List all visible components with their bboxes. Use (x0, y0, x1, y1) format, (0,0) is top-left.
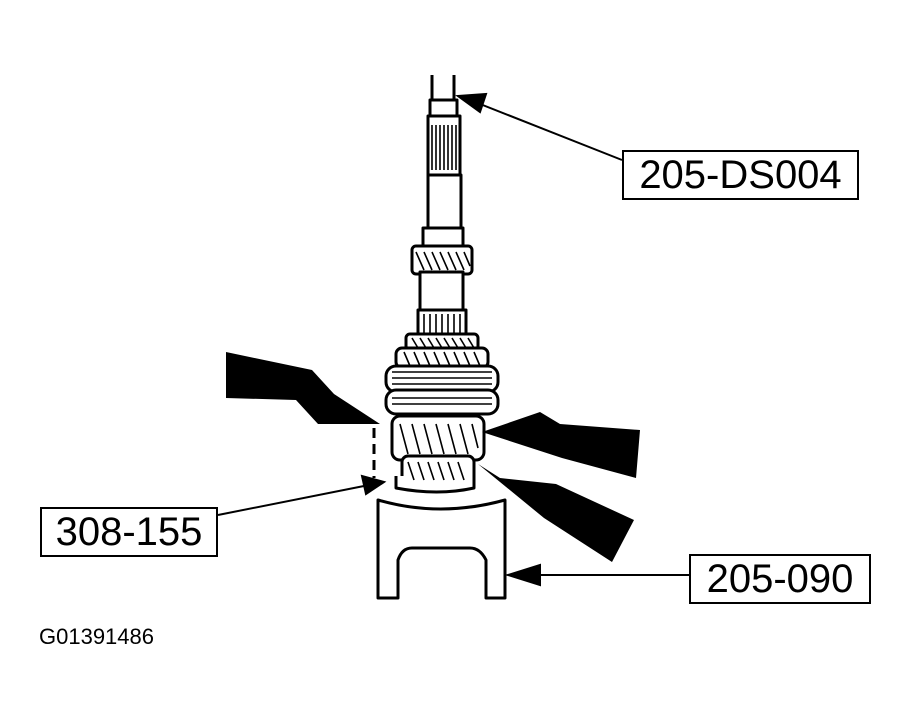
figure-id: G01391486 (39, 624, 154, 649)
upper-gear (410, 244, 474, 276)
synchro-ring (384, 364, 500, 394)
bearing-race (390, 414, 486, 462)
shaft-collar (428, 98, 459, 118)
shaft-mid (418, 270, 465, 314)
leader-arrowhead-left (360, 474, 387, 496)
leader-arrowhead-right (504, 563, 541, 587)
callout-205-090: 205-090 (689, 554, 871, 604)
leader-lines (217, 92, 689, 587)
callout-205-ds004: 205-DS004 (622, 150, 859, 200)
callout-308-155: 308-155 (40, 507, 218, 557)
synchro-hub (384, 388, 500, 416)
arrow-right-upper (482, 412, 640, 478)
arrow-left-upper (226, 352, 380, 424)
shaft-tip (430, 75, 456, 104)
arrow-right-lower (478, 464, 634, 562)
leader-arrowhead-top (455, 92, 488, 114)
pointer-arrows (226, 352, 640, 562)
shaft-upper-body (426, 173, 463, 232)
support-stand (376, 498, 507, 600)
hatching (372, 125, 492, 481)
installer-ring (394, 476, 476, 494)
